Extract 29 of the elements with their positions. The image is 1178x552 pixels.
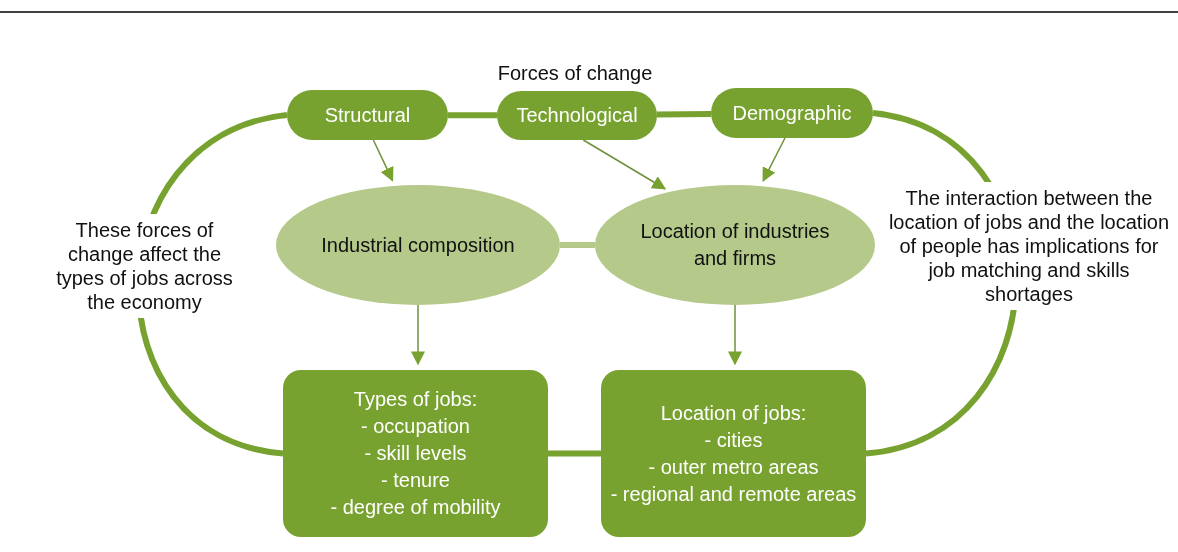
list-item: - degree of mobility: [330, 495, 501, 520]
connector-line: [448, 112, 497, 119]
rounded-box: [601, 370, 866, 537]
connector-line: [560, 242, 595, 248]
arrow: [762, 137, 786, 182]
force-pill: [287, 90, 448, 140]
arrow: [728, 304, 742, 366]
list-item: - tenure: [381, 468, 450, 493]
box-heading: Location of jobs:: [660, 400, 807, 426]
node-label: Technological: [516, 103, 638, 128]
list-item: - outer metro areas: [648, 454, 819, 480]
node-label: Structural: [324, 102, 411, 128]
rounded-box: [283, 370, 548, 537]
connector-line: [656, 110, 712, 118]
arrow: [411, 304, 425, 366]
arrow: [372, 139, 394, 182]
force-pill: [711, 88, 873, 138]
list-item: - regional and remote areas: [610, 481, 857, 507]
list-item: - cities: [704, 427, 763, 453]
connector-line: [548, 450, 601, 457]
node-label: Demographic: [732, 100, 852, 126]
list-item: - occupation: [361, 414, 470, 439]
node-label: Industrial composition: [321, 232, 515, 258]
title: Forces of change: [497, 62, 653, 84]
force-pill: [497, 91, 657, 140]
box-heading: Types of jobs:: [353, 387, 478, 412]
node-label: Location of industries and firms: [639, 219, 831, 271]
list-item: - skill levels: [364, 441, 467, 466]
arrow: [582, 139, 667, 190]
